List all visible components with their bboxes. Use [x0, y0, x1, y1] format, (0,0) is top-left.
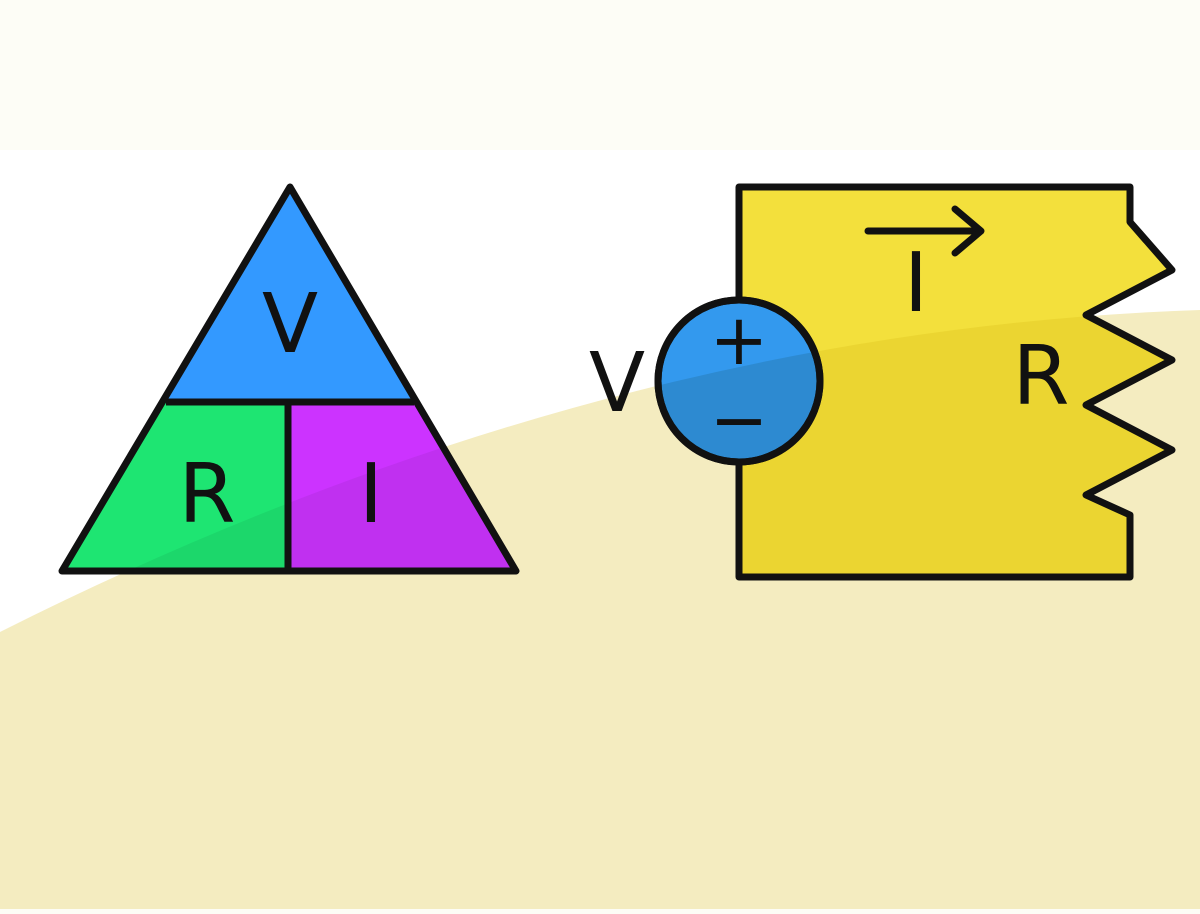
ohms-law-triangle: V R I [58, 183, 520, 575]
background-top [0, 0, 1200, 150]
triangle-current-section [288, 402, 516, 571]
triangle-current-label: I [359, 447, 383, 542]
triangle-voltage-label: V [262, 277, 318, 372]
circuit-body [739, 187, 1172, 577]
source-minus-sign: − [710, 379, 769, 461]
circuit-wire-and-resistor [735, 183, 1176, 581]
source-voltage-label: V [589, 336, 645, 431]
resistor-label: R [1013, 329, 1070, 424]
simple-circuit: + − V I R [589, 183, 1176, 581]
source-plus-sign: + [710, 299, 769, 381]
current-label: I [904, 236, 928, 331]
triangle-voltage-section [166, 187, 414, 402]
voltage-source-outline [654, 296, 824, 466]
triangle-resistance-label: R [179, 447, 236, 542]
triangle-resistance-section [62, 402, 288, 571]
current-arrow-icon [864, 205, 985, 257]
circuit-band-shade [739, 310, 1172, 577]
